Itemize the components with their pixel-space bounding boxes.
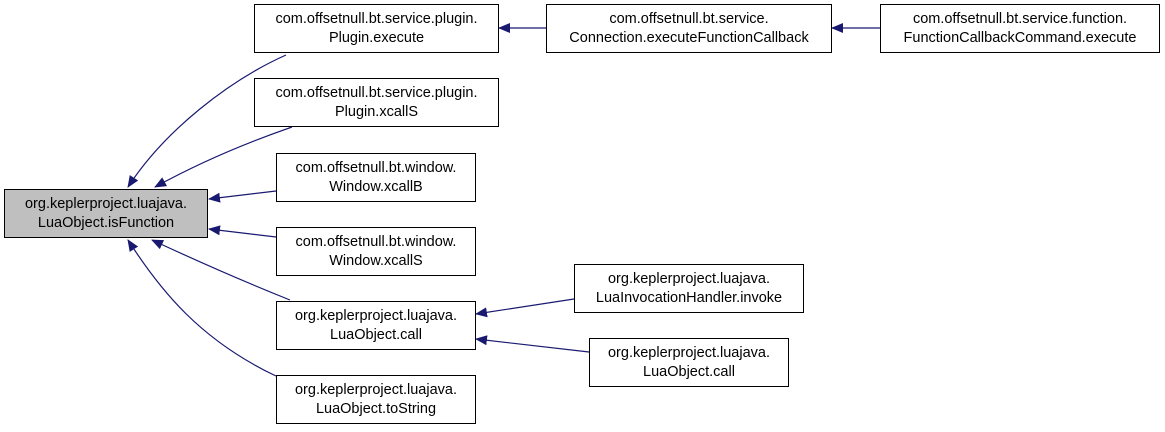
node-line1: com.offsetnull.bt.service.plugin. [275,84,478,101]
edge-window-xcalls-to-root [208,225,277,238]
node-line2: LuaObject.call [330,326,422,343]
edge-invocation-to-luaobject-call [475,298,575,318]
node-plugin-xcalls[interactable]: com.offsetnull.bt.service.plugin. Plugin… [254,78,499,127]
node-line2: LuaObject.toString [315,400,437,417]
node-line2: LuaObject.call [643,363,735,380]
node-line1: org.keplerproject.luajava. [24,195,187,212]
node-luaobject-call-2[interactable]: org.keplerproject.luajava. LuaObject.cal… [589,338,789,387]
edge-window-xcallb-to-root [208,190,277,203]
node-line2: LuaInvocationHandler.invoke [595,289,783,306]
node-line1: org.keplerproject.luajava. [607,270,770,287]
node-line2: Connection.executeFunctionCallback [569,29,809,46]
edge-plugin-execute-to-root [127,54,287,188]
node-line1: com.offsetnull.bt.service.plugin. [275,10,478,27]
node-line2: FunctionCallbackCommand.execute [903,29,1137,46]
node-luaobject-tostring[interactable]: org.keplerproject.luajava. LuaObject.toS… [276,375,476,424]
edge-luaobject-call-to-root [151,239,291,301]
node-line1: com.offsetnull.bt.window. [295,233,457,250]
node-luaobject-call[interactable]: org.keplerproject.luajava. LuaObject.cal… [276,301,476,350]
node-line1: org.keplerproject.luajava. [294,381,457,398]
node-line2: Window.xcallS [329,252,423,269]
node-lua-invocation-handler-invoke[interactable]: org.keplerproject.luajava. LuaInvocation… [574,264,804,313]
node-window-xcallb[interactable]: com.offsetnull.bt.window. Window.xcallB [276,153,476,202]
node-line2: LuaObject.isFunction [37,214,175,231]
node-line1: org.keplerproject.luajava. [294,307,457,324]
node-connection-execute-function-callback[interactable]: com.offsetnull.bt.service. Connection.ex… [546,4,832,53]
node-line1: com.offsetnull.bt.service. [609,10,769,27]
node-window-xcalls[interactable]: com.offsetnull.bt.window. Window.xcallS [276,227,476,276]
edge-luaobject-call2-to-luaobject-call [475,335,590,353]
node-root-luaobject-isfunction[interactable]: org.keplerproject.luajava. LuaObject.isF… [4,189,208,238]
node-plugin-execute[interactable]: com.offsetnull.bt.service.plugin. Plugin… [254,4,499,53]
node-line2: Plugin.execute [328,29,425,46]
node-function-callback-command-execute[interactable]: com.offsetnull.bt.service.function. Func… [880,4,1160,53]
node-line1: com.offsetnull.bt.window. [295,159,457,176]
node-line1: org.keplerproject.luajava. [607,344,770,361]
node-line1: com.offsetnull.bt.service.function. [912,10,1128,27]
edge-plugin-xcalls-to-root [154,126,293,188]
node-line2: Window.xcallB [329,178,423,195]
edge-luaobject-tostring-to-root [127,239,277,377]
node-line2: Plugin.xcallS [334,103,418,120]
